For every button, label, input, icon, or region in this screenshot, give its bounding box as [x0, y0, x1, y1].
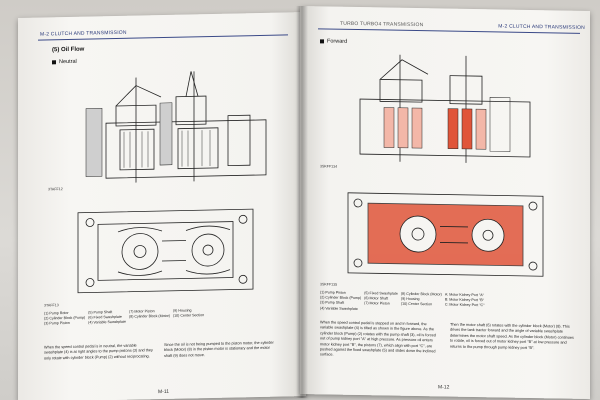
right-diagram-center-section: [347, 192, 544, 277]
left-page-number: M-11: [158, 388, 170, 396]
left-body-col2: Since the oil is not being pumped to the…: [164, 340, 274, 358]
right-figure1-label: 3SKFF134: [320, 164, 338, 169]
left-subsection: Neutral: [52, 59, 77, 66]
left-diagram-center-section: [77, 208, 254, 294]
right-subsection-label: Forward: [327, 38, 348, 45]
left-figure2-label: 3TAFF13: [44, 303, 59, 308]
open-manual: M-2 CLUTCH AND TRANSMISSION (5) Oil Flow…: [18, 6, 593, 400]
left-page: M-2 CLUTCH AND TRANSMISSION (5) Oil Flow…: [18, 12, 306, 400]
right-body-col1: When the speed control pedal is stepped …: [320, 320, 436, 358]
legend-item: (4) Variable Swashplate: [320, 305, 358, 311]
left-body-col1: When the speed control pedal is in neutr…: [44, 343, 153, 361]
right-figure2-label: 3SKFF135: [320, 282, 338, 287]
left-subsection-label: Neutral: [59, 58, 77, 66]
book-spine-shadow: [296, 6, 308, 398]
left-figure1-label: 3TAFF12: [48, 187, 63, 192]
legend-item: (4) Variable Swashplate: [88, 320, 127, 325]
bullet-square-icon: [52, 59, 56, 64]
right-page-number: M-12: [438, 384, 450, 391]
bullet-square-icon: [320, 38, 324, 43]
right-subsection: Forward: [320, 38, 348, 45]
left-legend: (1) Pump Rotor (5) Pump Shaft (7) Motor …: [44, 308, 207, 327]
right-body-col2: Then the motor shaft (6) rotates with th…: [450, 322, 574, 350]
right-legend: (1) Pump Piston (5) Fixed Swashplate (8)…: [320, 290, 487, 314]
right-diagram-cross-section: [359, 54, 531, 163]
left-section-title: (5) Oil Flow: [52, 46, 85, 54]
legend-item: (3) Pump Piston: [44, 321, 70, 326]
right-page: TURBO TURBO4 TRANSMISSION M-2 CLUTCH AND…: [300, 6, 590, 400]
legend-item: C: Motor Kidney Port "C": [444, 302, 485, 308]
left-diagram-cross-section: [85, 71, 267, 183]
